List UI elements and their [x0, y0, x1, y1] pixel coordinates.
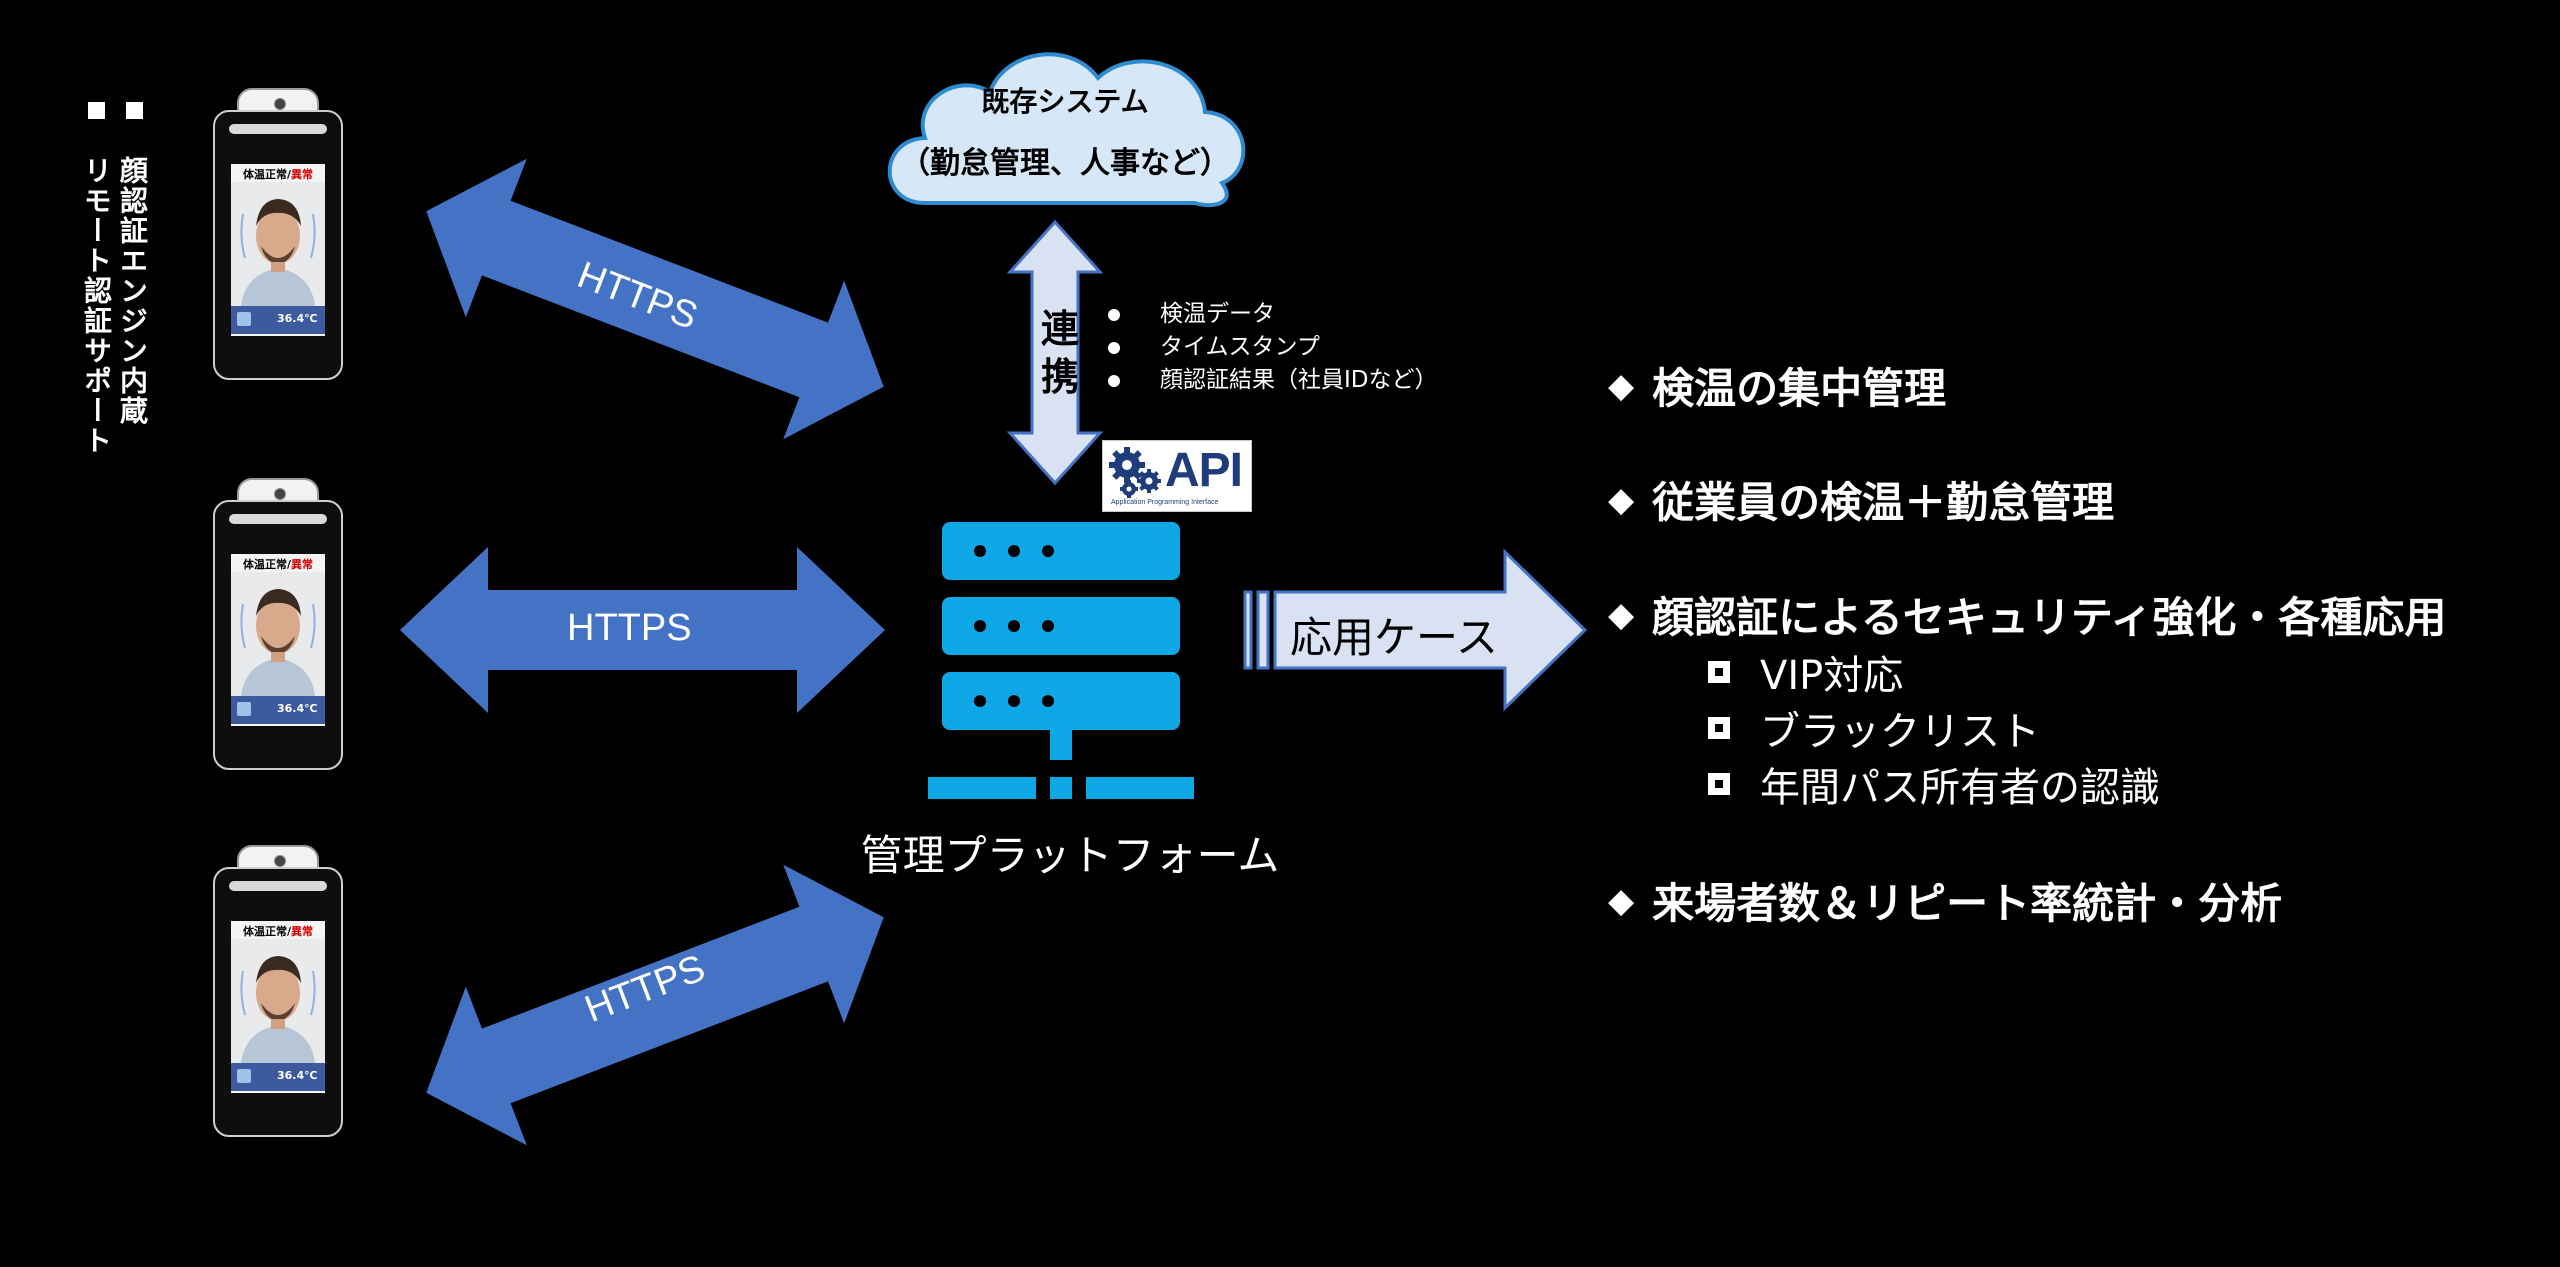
list-item: 検温データ — [1100, 298, 1438, 331]
device-body: 体温正常/異常 36.4℃ — [213, 500, 343, 770]
link-label: 連携 — [1040, 307, 1079, 399]
api-subtitle: Application Programming Interface — [1111, 499, 1219, 506]
device-body: 体温正常/異常 36.4℃ — [213, 867, 343, 1137]
device-body: 体温正常/異常 36.4℃ — [213, 110, 343, 380]
face-photo — [231, 939, 325, 1063]
feature-item: ◆顔認証によるセキュリティ強化・各種応用 — [1608, 593, 2447, 642]
cloud-shape — [887, 52, 1246, 208]
api-logo: API Application Programming Interface — [1102, 440, 1252, 512]
list-item: タイムスタンプ — [1100, 331, 1438, 364]
screen-title: 体温正常/異常 — [242, 925, 314, 938]
feature-sub-item: ブラックリスト — [1708, 699, 2040, 757]
use-case-label: 応用ケース — [1290, 613, 1498, 662]
device-sensor-strip — [229, 881, 327, 891]
https-arrow-top — [426, 158, 884, 440]
https-arrow-bottom — [426, 864, 884, 1146]
user-icon — [237, 702, 251, 716]
screen-title: 体温正常/異常 — [242, 558, 314, 571]
server-icon — [928, 522, 1194, 799]
feature-item: ◆従業員の検温＋勤怠管理 — [1608, 478, 2115, 527]
api-word: API — [1165, 444, 1243, 497]
device-screen: 体温正常/異常 36.4℃ — [231, 554, 325, 726]
feature-bullet-1 — [88, 102, 105, 119]
device-screen: 体温正常/異常 36.4℃ — [231, 921, 325, 1093]
cloud-title: 既存システム — [981, 85, 1149, 118]
cloud-subtitle: （勤怠管理、人事など） — [900, 146, 1230, 181]
list-item: 顔認証結果（社員IDなど） — [1100, 364, 1438, 397]
feature-item: ◆検温の集中管理 — [1608, 364, 1947, 413]
thermal-tablet-device-1: 体温正常/異常 36.4℃ — [213, 88, 343, 383]
thermal-tablet-device-3: 体温正常/異常 36.4℃ — [213, 845, 343, 1140]
device-sensor-strip — [229, 124, 327, 134]
thermal-tablet-device-2: 体温正常/異常 36.4℃ — [213, 478, 343, 773]
temperature-reading: 36.4℃ — [277, 312, 318, 325]
temperature-reading: 36.4℃ — [277, 702, 318, 715]
https-arrow-middle — [400, 547, 885, 713]
gears-icon — [1109, 447, 1161, 498]
link-data-list: 検温データ タイムスタンプ 顔認証結果（社員IDなど） — [1100, 298, 1438, 397]
feature-sub-item: VIP対応 — [1708, 643, 1903, 701]
face-photo — [231, 182, 325, 306]
link-double-arrow — [1006, 219, 1104, 486]
user-icon — [237, 312, 251, 326]
vertical-feature-face-engine: 顔認証エンジン内蔵 — [116, 156, 149, 426]
face-photo — [231, 572, 325, 696]
platform-label: 管理プラットフォーム — [860, 831, 1280, 880]
vertical-feature-remote-auth: リモート認証サポート — [80, 156, 113, 456]
user-icon — [237, 1069, 251, 1083]
feature-bullet-2 — [126, 102, 143, 119]
screen-title: 体温正常/異常 — [242, 168, 314, 181]
temperature-reading: 36.4℃ — [277, 1069, 318, 1082]
feature-sub-item: 年間パス所有者の認識 — [1708, 755, 2160, 813]
device-screen: 体温正常/異常 36.4℃ — [231, 164, 325, 336]
https-label-middle: HTTPS — [567, 607, 692, 649]
use-case-arrow — [1243, 548, 1588, 712]
device-sensor-strip — [229, 514, 327, 524]
feature-item: ◆来場者数＆リピート率統計・分析 — [1608, 879, 2283, 928]
